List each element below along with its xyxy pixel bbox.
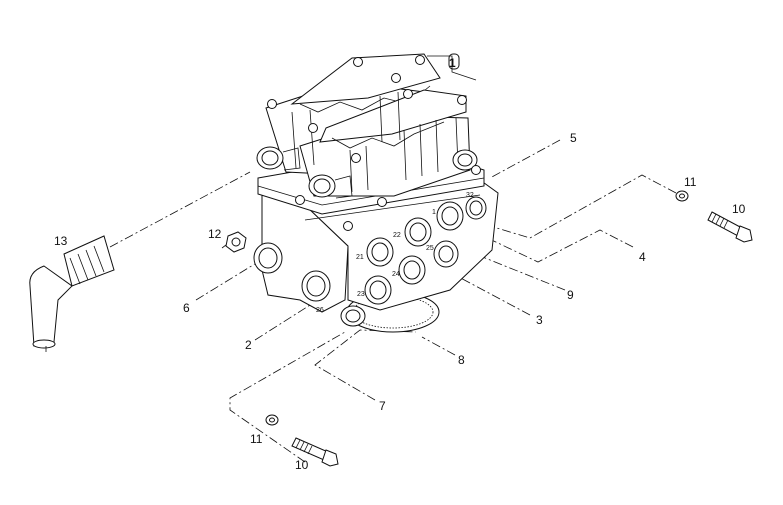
port-label-21: 21 xyxy=(356,254,364,261)
port-label-25: 25 xyxy=(426,245,434,252)
callout-5: 5 xyxy=(570,131,577,145)
callout-11-bottom: 11 xyxy=(250,432,263,446)
callout-6: 6 xyxy=(183,301,190,315)
connector-top-right xyxy=(452,149,478,171)
callout-4: 4 xyxy=(639,250,646,264)
mounting-screws xyxy=(267,55,481,231)
port-label-22: 22 xyxy=(393,232,401,239)
callout-1: 1 xyxy=(449,56,456,70)
nut-12 xyxy=(225,231,247,253)
washer-11-top xyxy=(675,190,689,202)
elbow-connector xyxy=(29,235,115,352)
valve-assembly: 32 22 21 25 24 23 26 1 xyxy=(253,53,499,333)
callout-labels: 1 2 3 4 5 6 7 8 9 10 10 11 11 12 13 xyxy=(54,53,746,472)
port-label-23: 23 xyxy=(357,291,365,298)
ports xyxy=(253,196,487,327)
callout-11-top: 11 xyxy=(684,175,697,189)
connector-right xyxy=(308,174,353,199)
washer-11-bottom xyxy=(265,414,279,426)
port-label-26: 26 xyxy=(316,307,324,314)
bolt-10-top xyxy=(707,211,753,243)
callout-10-top: 10 xyxy=(732,202,746,216)
port-label-24: 24 xyxy=(392,271,400,278)
port-label-1: 1 xyxy=(432,209,436,216)
callout-12: 12 xyxy=(208,227,222,241)
bolt-10-bottom xyxy=(291,437,339,467)
callout-1-marker xyxy=(448,53,460,70)
callout-10-bottom: 10 xyxy=(295,458,309,472)
callout-2: 2 xyxy=(245,338,252,352)
callout-7: 7 xyxy=(379,399,386,413)
callout-8: 8 xyxy=(458,353,465,367)
port-label-32: 32 xyxy=(466,192,474,199)
connector-left xyxy=(256,146,301,171)
leader-lines xyxy=(109,55,677,463)
callout-3: 3 xyxy=(536,313,543,327)
callout-13: 13 xyxy=(54,234,68,248)
callout-9: 9 xyxy=(567,288,574,302)
